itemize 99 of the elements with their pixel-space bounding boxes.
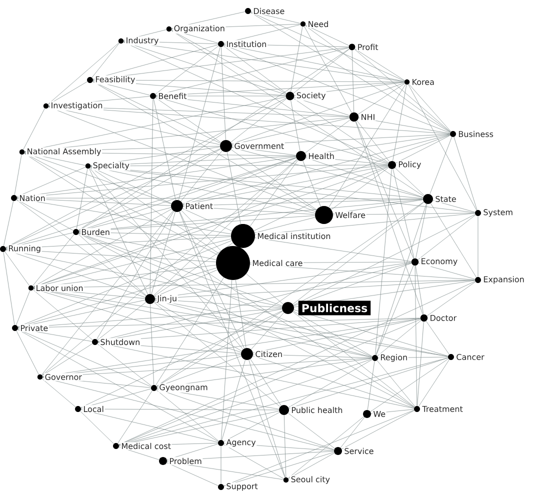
node-label: Problem bbox=[170, 458, 202, 464]
node-label: Treatment bbox=[422, 406, 463, 412]
network-node: Benefit bbox=[150, 92, 188, 100]
network-node: System bbox=[475, 208, 514, 218]
node-label: Private bbox=[20, 324, 48, 332]
network-node: Agency bbox=[218, 438, 257, 448]
network-node: Region bbox=[372, 353, 408, 363]
network-node: Medical care bbox=[216, 246, 304, 280]
node-label: Industry bbox=[126, 37, 158, 45]
network-node: Cancer bbox=[448, 353, 486, 361]
network-node: Expansion bbox=[475, 275, 526, 285]
node-label: Local bbox=[84, 406, 104, 412]
network-node: NHI bbox=[349, 112, 376, 122]
network-node: Industry bbox=[118, 36, 160, 46]
node-label: Organization bbox=[174, 25, 224, 33]
network-node: Organization bbox=[166, 24, 226, 34]
node-label: Cancer bbox=[456, 354, 484, 360]
network-node: Korea bbox=[404, 78, 436, 86]
network-node: Problem bbox=[159, 456, 203, 465]
node-label: Investigation bbox=[52, 102, 102, 110]
network-node: Patient bbox=[171, 200, 214, 212]
node-label: Medical institution bbox=[258, 232, 330, 240]
node-label: Shutdown bbox=[100, 338, 140, 346]
node-label: Governor bbox=[45, 374, 82, 380]
network-node: Gyeongnam bbox=[151, 383, 209, 393]
node-label: Feasibility bbox=[96, 76, 135, 84]
node-label: Medical care bbox=[252, 260, 302, 266]
network-node: Jin-ju bbox=[145, 294, 178, 304]
network-node: Medical cost bbox=[113, 442, 172, 450]
network-node: Need bbox=[300, 20, 330, 28]
node-label: Disease bbox=[254, 8, 284, 14]
network-node: Welfare bbox=[315, 206, 366, 224]
network-node: Disease bbox=[245, 7, 286, 15]
network-node: Publicness bbox=[282, 300, 371, 316]
network-node: Service bbox=[334, 446, 375, 455]
network-node: Running bbox=[0, 244, 42, 254]
node-label: Medical cost bbox=[122, 442, 171, 450]
network-node: Feasibility bbox=[87, 75, 136, 85]
network-node: Business bbox=[450, 130, 494, 138]
node-label: Jin-ju bbox=[156, 295, 176, 303]
node-label: Health bbox=[308, 152, 334, 160]
node-label: Specialty bbox=[93, 162, 130, 170]
node-label: NHI bbox=[362, 114, 374, 120]
network-node: Institution bbox=[218, 40, 268, 48]
network-node: State bbox=[423, 194, 458, 204]
node-label: Agency bbox=[226, 439, 256, 447]
network-node: Specialty bbox=[85, 161, 130, 171]
network-node: Economy bbox=[411, 257, 458, 267]
node-label: Nation bbox=[20, 194, 45, 202]
network-node: Local bbox=[75, 405, 105, 413]
network-node: Seoul city bbox=[283, 475, 331, 485]
node-label: State bbox=[436, 196, 456, 202]
network-node: Medical institution bbox=[231, 224, 332, 248]
network-node: Burden bbox=[73, 228, 111, 236]
node-label: Support bbox=[226, 483, 258, 491]
node-label: Policy bbox=[398, 161, 421, 169]
network-node: Society bbox=[286, 91, 327, 101]
node-label: Government bbox=[234, 142, 284, 150]
node-label: Need bbox=[308, 20, 328, 28]
network-node: Doctor bbox=[420, 314, 458, 322]
network-node: Governor bbox=[37, 373, 83, 381]
node-label: Korea bbox=[412, 79, 434, 85]
network-node: Private bbox=[12, 324, 49, 332]
node-label: Doctor bbox=[430, 315, 457, 321]
network-node: Public health bbox=[279, 404, 344, 415]
node-label: Economy bbox=[422, 258, 458, 266]
node-label: Labor union bbox=[36, 284, 83, 292]
node-label: Seoul city bbox=[291, 476, 330, 484]
network-node: Nation bbox=[11, 194, 46, 202]
node-label: Gyeongnam bbox=[160, 384, 208, 392]
network-node: Health bbox=[296, 151, 336, 161]
node-label: Expansion bbox=[484, 276, 524, 284]
node-label: We bbox=[373, 411, 386, 417]
network-node: Labor union bbox=[28, 284, 84, 292]
node-label: Society bbox=[296, 92, 326, 100]
network-node: Support bbox=[218, 482, 259, 492]
network-node: Profit bbox=[348, 43, 380, 51]
node-label: Welfare bbox=[335, 212, 366, 218]
node-label: Patient bbox=[186, 202, 213, 210]
network-node: Treatment bbox=[414, 405, 464, 413]
node-label: Business bbox=[458, 130, 494, 138]
network-node: We bbox=[363, 410, 386, 418]
node-label: Citizen bbox=[256, 350, 282, 358]
node-label: Benefit bbox=[158, 92, 187, 100]
node-label: Profit bbox=[358, 44, 378, 50]
node-label: Institution bbox=[226, 40, 266, 48]
node-label: Service bbox=[344, 448, 374, 454]
node-label: System bbox=[484, 209, 512, 217]
network-node: Citizen bbox=[241, 348, 284, 360]
node-label: Burden bbox=[82, 228, 110, 236]
node-label: Public health bbox=[292, 406, 342, 414]
node-label: Region bbox=[380, 354, 407, 362]
network-node: Investigation bbox=[43, 101, 104, 111]
network-node: Government bbox=[220, 140, 285, 152]
network-node: Policy bbox=[388, 160, 422, 170]
network-node: Shutdown bbox=[92, 338, 141, 346]
network-node: National Assembly bbox=[19, 147, 102, 157]
node-label: National Assembly bbox=[28, 148, 102, 156]
node-label: Running bbox=[8, 245, 40, 253]
